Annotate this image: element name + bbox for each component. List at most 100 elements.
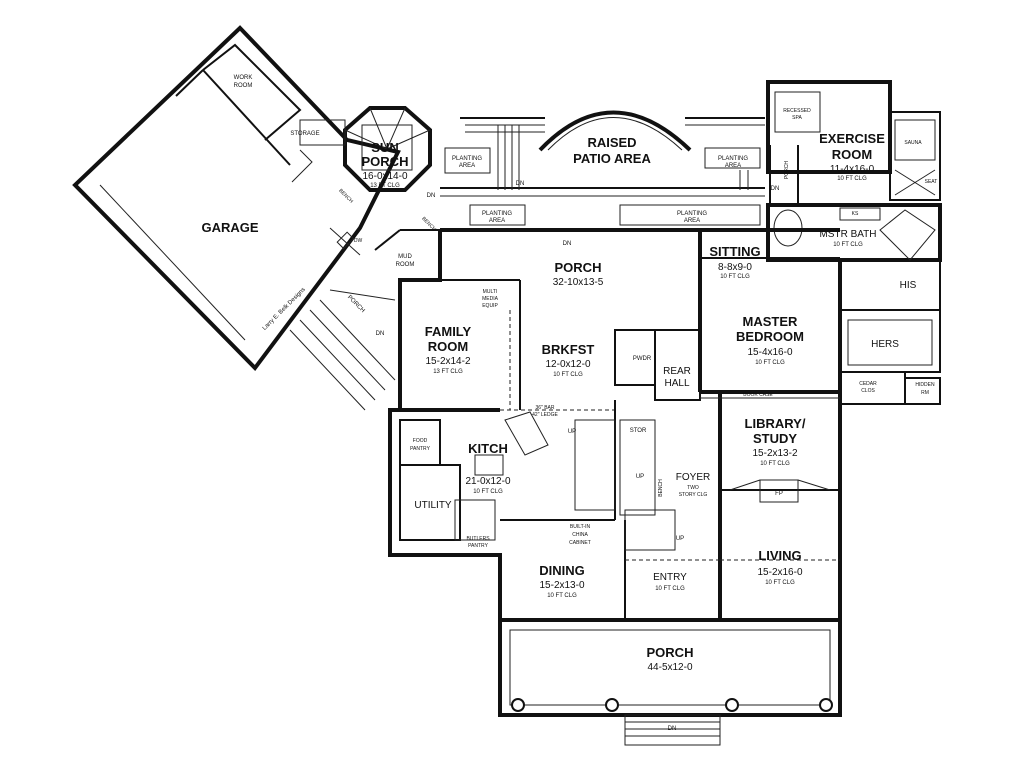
cedar-clos-label-2: CLOS <box>861 388 875 394</box>
living-label: LIVING <box>758 548 801 563</box>
master-bedroom-label-1: MASTER <box>743 314 799 329</box>
side-porch-label: PORCH <box>346 295 366 315</box>
exercise-room-clg: 10 FT CLG <box>837 176 867 182</box>
cedar-clos-label-1: CEDAR <box>859 381 877 387</box>
planting-area-1b: AREA <box>459 163 475 169</box>
sun-porch-dims: 16-0x14-0 <box>362 171 407 182</box>
library-dims: 15-2x13-2 <box>752 448 797 459</box>
garage-label: GARAGE <box>201 220 258 235</box>
family-room-label-2: ROOM <box>428 339 468 354</box>
up-mark-2: UP <box>636 474 644 480</box>
recessed-spa-label-1: RECESSED <box>783 108 811 114</box>
mstr-bath-label: MSTR BATH <box>819 229 876 240</box>
planting-area-3a: PLANTING <box>482 211 512 217</box>
sun-porch-clg: 13 FT CLG <box>370 183 400 189</box>
rear-porch-dims: 32-10x13-5 <box>553 277 604 288</box>
living-dims: 15-2x16-0 <box>757 567 802 578</box>
entry-label: ENTRY <box>653 572 687 583</box>
bench-mark-3: BENCH <box>658 479 664 497</box>
dn-mark-1: DN <box>516 181 525 187</box>
family-room-clg: 13 FT CLG <box>433 369 463 375</box>
raised-patio-structure <box>440 110 765 226</box>
family-room-label-1: FAMILY <box>425 324 472 339</box>
exercise-wing <box>766 80 941 205</box>
ks-mark: KS <box>852 211 859 217</box>
dn-mark-6: DN <box>668 726 677 732</box>
kitch-label: KITCH <box>468 441 508 456</box>
multi-media-label-1: MULTI <box>483 289 498 295</box>
master-bedroom-dims: 15-4x16-0 <box>747 347 792 358</box>
hers-label: HERS <box>871 339 899 350</box>
dw-mark: DW <box>354 238 363 244</box>
foyer-label-2: TWO <box>687 485 699 491</box>
kitch-clg: 10 FT CLG <box>473 489 503 495</box>
dn-mark-3: DN <box>563 241 572 247</box>
porch-vertical-label: PORCH <box>784 161 790 179</box>
sitting-clg: 10 FT CLG <box>720 274 750 280</box>
exercise-room-dims: 11-4x16-0 <box>830 164 875 175</box>
dining-dims: 15-2x13-0 <box>539 580 584 591</box>
rear-porch-label: PORCH <box>555 260 602 275</box>
planting-area-2a: PLANTING <box>718 156 748 162</box>
library-clg: 10 FT CLG <box>760 461 790 467</box>
dining-clg: 10 FT CLG <box>547 593 577 599</box>
planting-area-1a: PLANTING <box>452 156 482 162</box>
his-label: HIS <box>900 280 917 291</box>
rear-hall-label-1: REAR <box>663 366 691 377</box>
utility-label: UTILITY <box>414 500 452 511</box>
hidden-rm-label-1: HIDDEN <box>915 382 935 388</box>
storage-box <box>299 119 346 146</box>
butlers-pantry-label-2: PANTRY <box>468 543 488 549</box>
dn-mark-4: DN <box>427 193 436 199</box>
fp-mark-1: FP <box>786 258 794 264</box>
mstr-bath-clg: 10 FT CLG <box>833 242 863 248</box>
bar-label-1: 36" BAR <box>535 405 554 411</box>
brkfst-label: BRKFST <box>542 342 595 357</box>
raised-patio-label-2: PATIO AREA <box>573 151 651 166</box>
sitting-label: SITTING <box>709 244 760 259</box>
planting-area-4b: AREA <box>684 218 700 224</box>
dn-mark-2: DN <box>771 186 780 192</box>
mud-room-label-2: ROOM <box>396 262 415 268</box>
up-mark-1: UP <box>568 429 576 435</box>
family-room-dims: 15-2x14-2 <box>425 356 470 367</box>
mud-room-label-1: MUD <box>398 254 412 260</box>
planting-area-3b: AREA <box>489 218 505 224</box>
stor-label: STOR <box>630 428 647 434</box>
kitch-dims: 21-0x12-0 <box>465 476 510 487</box>
bar-label-2: 42" LEDGE <box>532 412 558 418</box>
food-pantry-label-2: PANTRY <box>410 446 430 452</box>
foyer-label-3: STORY CLG <box>679 492 708 498</box>
dining-label: DINING <box>539 563 585 578</box>
library-label-1: LIBRARY/ <box>745 416 806 431</box>
master-bedroom-label-2: BEDROOM <box>736 329 804 344</box>
sun-porch-label-1: SUN <box>371 140 398 155</box>
food-pantry-label-1: FOOD <box>413 438 428 444</box>
front-porch-dims: 44-5x12-0 <box>647 662 692 673</box>
raised-patio-label-1: RAISED <box>587 135 636 150</box>
front-porch-structure <box>498 618 842 746</box>
planting-area-2b: AREA <box>725 163 741 169</box>
china-label-2: CHINA <box>572 532 588 538</box>
dn-mark-5: DN <box>376 331 385 337</box>
sitting-dims: 8-8x9-0 <box>718 262 752 273</box>
entry-clg: 10 FT CLG <box>655 586 685 592</box>
multi-media-label-3: EQUIP <box>482 303 498 309</box>
sauna-label: SAUNA <box>904 140 922 146</box>
hidden-rm-label-2: RM <box>921 390 929 396</box>
library-label-2: STUDY <box>753 431 797 446</box>
mud-room-structure <box>289 229 441 411</box>
fp-mark-2: FP <box>775 491 783 497</box>
sun-porch-vault-lines <box>344 107 431 150</box>
china-label-3: CABINET <box>569 540 591 546</box>
brkfst-clg: 10 FT CLG <box>553 372 583 378</box>
book-case-label: BOOK CASE <box>743 392 773 398</box>
storage-label: STORAGE <box>290 131 319 137</box>
exercise-room-label-1: EXERCISE <box>819 131 885 146</box>
planting-area-4a: PLANTING <box>677 211 707 217</box>
recessed-spa-label-2: SPA <box>792 115 802 121</box>
seat-label: SEAT <box>925 179 938 185</box>
work-room-label-1: WORK <box>234 75 253 81</box>
